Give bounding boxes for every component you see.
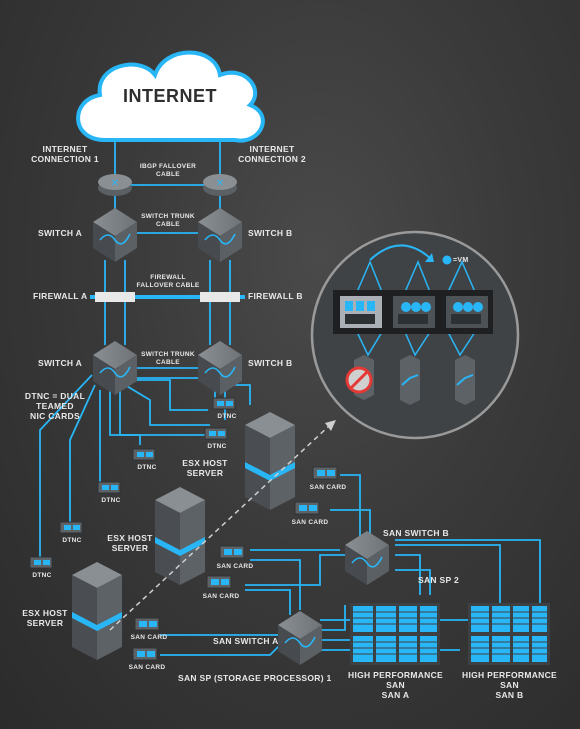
switch-b-top-icon <box>198 208 242 262</box>
san-card-label-4: SAN CARD <box>202 593 240 600</box>
san-switch-b-label: SAN SWITCH B <box>383 528 449 538</box>
nic-card-icons <box>29 397 338 661</box>
switch-a-top-icon <box>93 208 137 262</box>
internet-connection-1-label: INTERNET CONNECTION 1 <box>31 144 99 164</box>
san-switch-a-label: SAN SWITCH A <box>213 636 279 646</box>
router-1-icon: ✕ <box>98 174 132 196</box>
san-card-label-1: SAN CARD <box>309 484 347 491</box>
san-card-label-5: SAN CARD <box>130 634 168 641</box>
trunk-top-label: SWITCH TRUNK CABLE <box>141 213 195 228</box>
switch-b-bottom-icon <box>198 341 242 395</box>
firewall-a-label: FIREWALL A <box>33 291 88 301</box>
esx-host-2-icon <box>155 487 205 585</box>
firewall-b-bar <box>200 292 240 302</box>
san-sp1-label: SAN SP (STORAGE PROCESSOR) 1 <box>178 673 332 683</box>
vm-inset <box>310 230 520 440</box>
switch-a-bottom-label: SWITCH A <box>38 358 83 368</box>
esx-host-3-icon <box>72 562 122 660</box>
dtnc-label-2: DTNC <box>207 443 227 450</box>
svg-text:✕: ✕ <box>216 178 224 189</box>
router-2-icon: ✕ <box>203 174 237 196</box>
vm-legend-dot <box>442 255 452 265</box>
switch-a-top-label: SWITCH A <box>38 228 83 238</box>
san-card-label-6: SAN CARD <box>128 664 166 671</box>
switch-a-bottom-icon <box>93 341 137 395</box>
firewall-b-label: FIREWALL B <box>248 291 303 301</box>
san-switch-a-icon <box>278 611 322 665</box>
san-switch-b-icon <box>345 531 389 585</box>
internet-label: INTERNET <box>123 86 217 106</box>
san-card-label-2: SAN CARD <box>291 519 329 526</box>
san-a-array-icon <box>350 603 440 665</box>
esx-host-2-label: ESX HOST SERVER <box>107 533 153 553</box>
internet-cloud-icon <box>76 50 265 143</box>
switch-b-bottom-label: SWITCH B <box>248 358 293 368</box>
dtnc-note: DTNC = DUAL TEAMED NIC CARDS <box>24 391 86 421</box>
trunk-bottom-label: SWITCH TRUNK CABLE <box>141 351 195 366</box>
firewall-cable-label: FIREWALL FALLOVER CABLE <box>136 274 200 289</box>
vm-legend-label: =VM <box>453 257 469 264</box>
dtnc-label-1: DTNC <box>217 413 237 420</box>
san-card-label-3: SAN CARD <box>216 563 254 570</box>
internet-connection-2-label: INTERNET CONNECTION 2 <box>238 144 306 164</box>
dtnc-label-4: DTNC <box>101 497 121 504</box>
san-sp2-label: SAN SP 2 <box>418 575 459 585</box>
dtnc-label-6: DTNC <box>32 572 52 579</box>
dtnc-label-3: DTNC <box>137 464 157 471</box>
san-b-array-icon <box>468 603 550 665</box>
esx-host-1-icon <box>245 412 295 510</box>
ibgp-cable-label: IBGP FALLOVER CABLE <box>139 163 197 178</box>
san-a-label: HIGH PERFORMANCE SAN SAN A <box>348 670 443 700</box>
esx-host-1-label: ESX HOST SERVER <box>182 458 228 478</box>
san-b-label: HIGH PERFORMANCE SAN SAN B <box>462 670 557 700</box>
switch-b-top-label: SWITCH B <box>248 228 293 238</box>
dtnc-label-5: DTNC <box>62 537 82 544</box>
svg-text:✕: ✕ <box>111 178 119 189</box>
firewall-a-bar <box>95 292 135 302</box>
esx-host-3-label: ESX HOST SERVER <box>22 608 68 628</box>
